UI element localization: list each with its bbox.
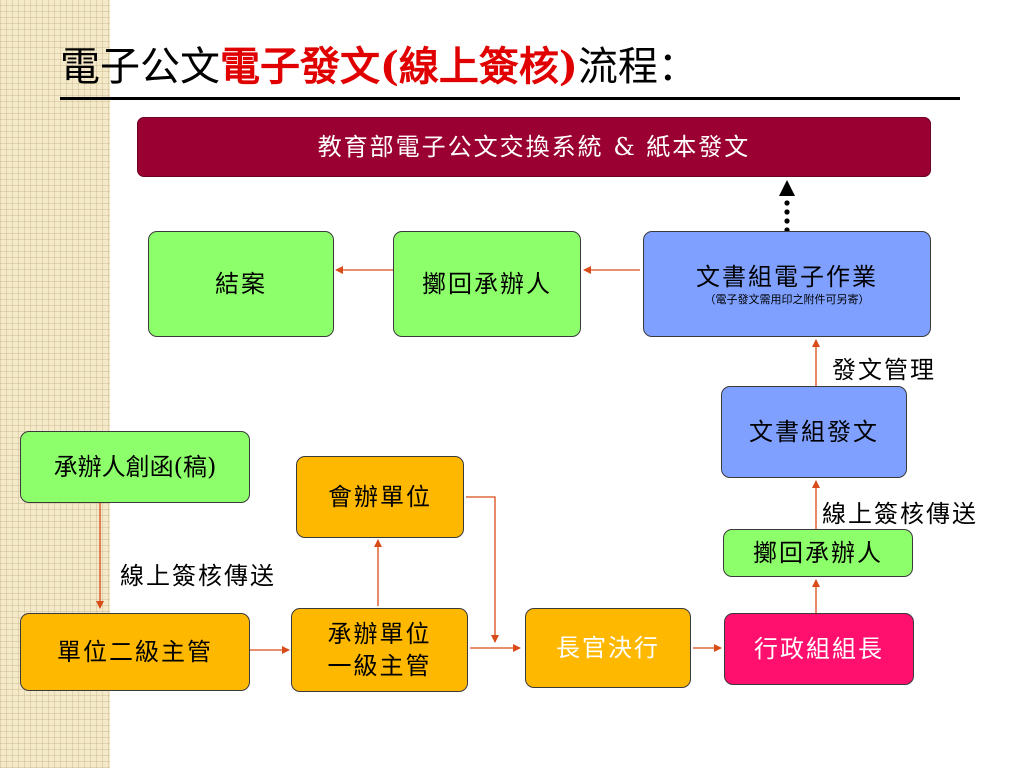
node-chief-decision: 長官決行 [525,608,691,688]
node-clerk-electronic: 文書組電子作業 （電子發文需用印之附件可另寄） [643,231,931,337]
edge-label-dispatch-management: 發文管理 [832,356,936,384]
node-clerk-dispatch-label: 文書組發文 [749,417,879,446]
title-underline [60,97,960,100]
node-return-handler-right-label: 擲回承辦人 [753,538,883,567]
node-handler-create: 承辦人創函(稿) [20,431,250,503]
page-title: 電子公文電子發文(線上簽核)流程： [60,36,960,98]
node-return-handler-top-label: 擲回承辦人 [422,269,552,298]
node-handler-create-label: 承辦人創函(稿) [53,452,217,481]
node-admin-head-label: 行政組組長 [754,634,884,663]
node-clerk-electronic-note: （電子發文需用印之附件可另寄） [704,293,870,307]
node-close-case-label: 結案 [215,269,267,298]
title-prefix: 電子公文 [60,44,220,90]
edge-label-online-review-right: 線上簽核傳送 [822,500,978,528]
title-highlight: 電子發文(線上簽核) [220,43,578,90]
node-unit-second-level-label: 單位二級主管 [57,637,213,666]
node-handler-unit-first-level-line1: 承辦單位 [327,619,432,648]
node-clerk-electronic-label: 文書組電子作業 [696,262,878,291]
node-handler-unit-first-level-line2: 一級主管 [327,652,432,680]
node-chief-decision-label: 長官決行 [556,633,660,662]
arrow-co-unit-to-chief [466,496,499,643]
top-bar-label: 教育部電子公文交換系統 & 紙本發文 [317,132,751,161]
dotted-connector [779,180,795,233]
node-clerk-dispatch: 文書組發文 [721,386,907,478]
node-co-unit-label: 會辦單位 [328,482,432,511]
node-unit-second-level: 單位二級主管 [20,613,250,691]
edge-label-online-review-left: 線上簽核傳送 [120,562,276,590]
node-return-handler-top: 擲回承辦人 [393,231,581,337]
title-suffix: 流程： [577,44,698,90]
side-decoration-strip [0,0,110,768]
node-co-unit: 會辦單位 [296,456,464,538]
node-return-handler-right: 擲回承辦人 [723,529,913,577]
top-exchange-system-bar: 教育部電子公文交換系統 & 紙本發文 [137,117,931,177]
node-admin-head: 行政組組長 [724,613,914,685]
node-close-case: 結案 [148,231,334,337]
node-handler-unit-first-level: 承辦單位 一級主管 [291,608,468,692]
